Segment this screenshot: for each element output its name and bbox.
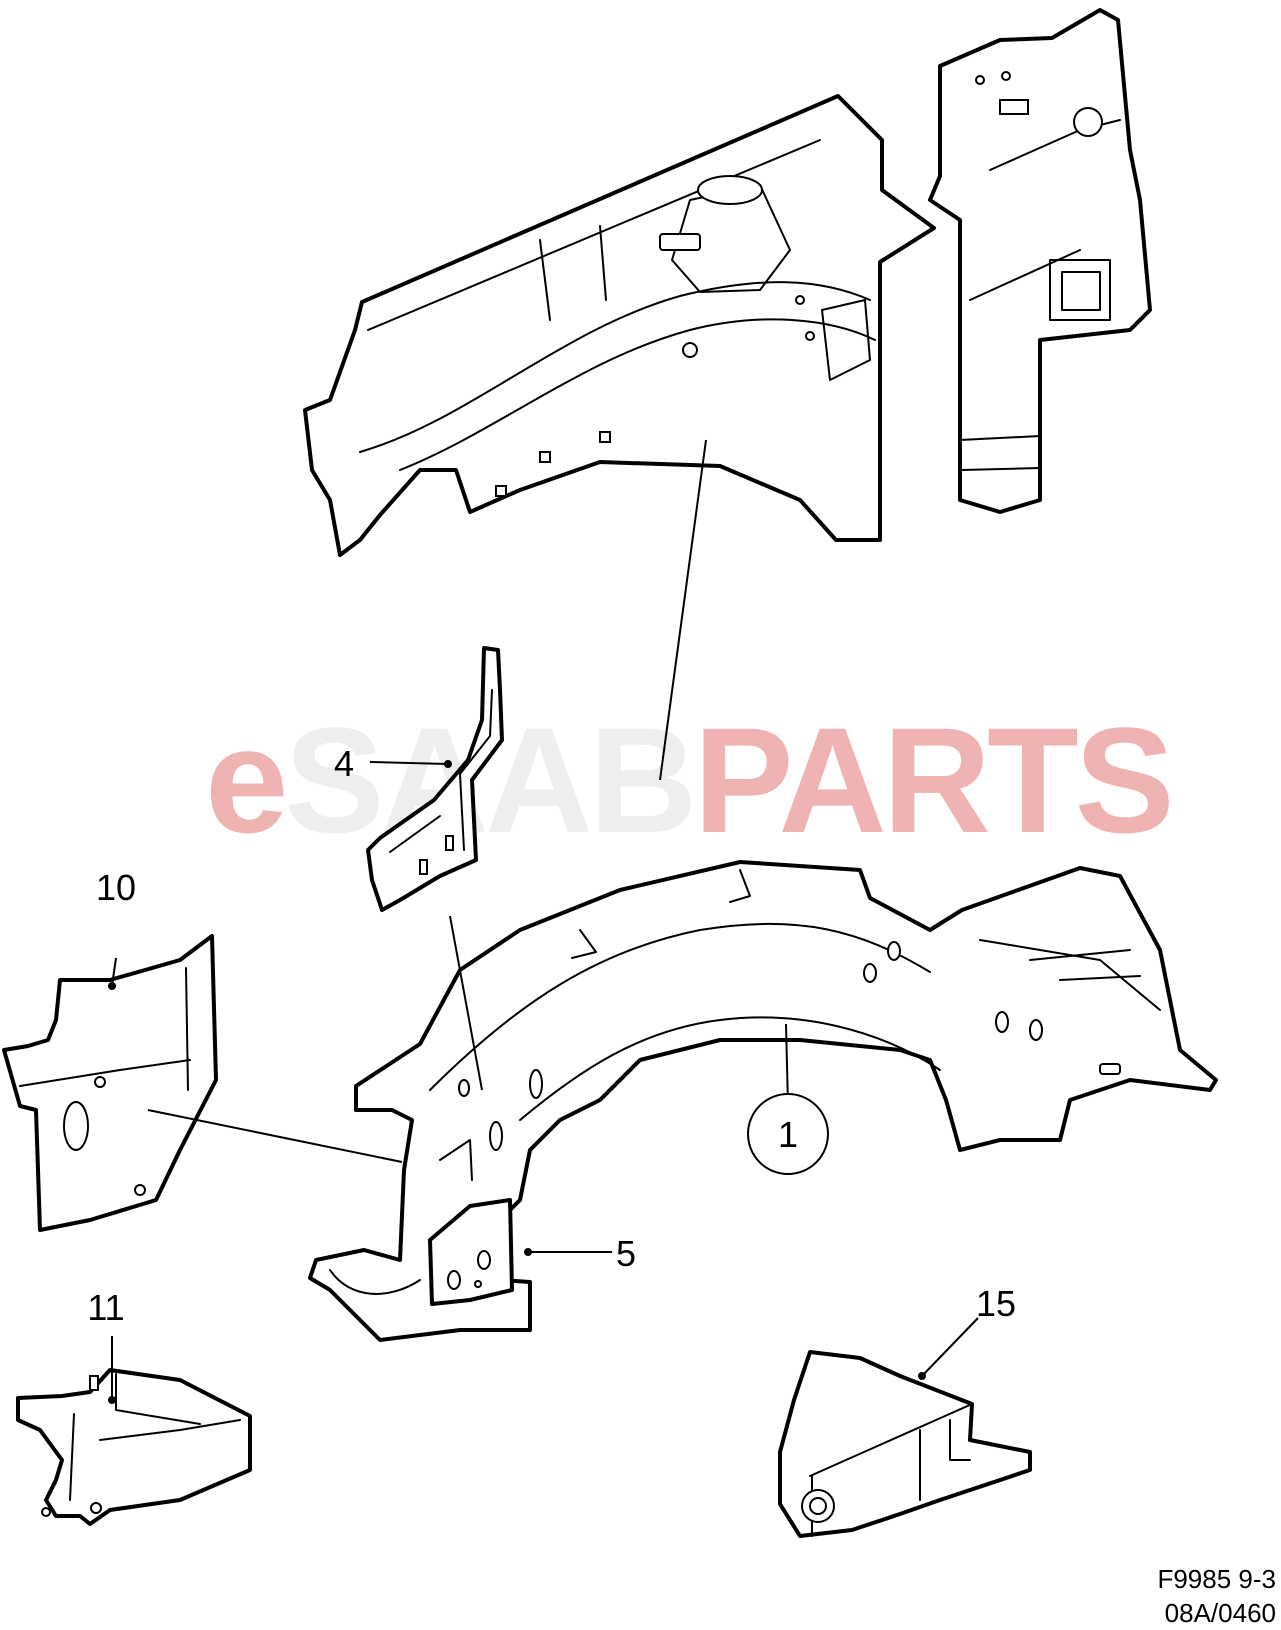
upper-wheelhouse-panel (303, 94, 936, 557)
callout-15: 15 (976, 1283, 1016, 1324)
reference-line-2: 08A/0460 (1165, 1598, 1276, 1628)
panel-part-10 (2, 934, 218, 1232)
leader-line-part-10-panel (147, 1109, 403, 1163)
callout-11: 11 (87, 1287, 124, 1328)
callout-1: 1 (778, 1114, 798, 1155)
leader-line-upper-panel (659, 439, 707, 781)
bracket-part-4 (366, 646, 504, 912)
leader-line-part-4-down (449, 915, 483, 1091)
leader-lines (108, 439, 979, 1404)
watermark-suffix: PARTS (693, 696, 1170, 864)
callout-10: 10 (96, 867, 136, 908)
reference-line-1: F9985 9-3 (1157, 1564, 1276, 1594)
leader-dot-part-11 (108, 1396, 116, 1404)
upper-bulkhead-panel (928, 8, 1152, 514)
callouts: 1 4 5 10 11 15 (87, 743, 1016, 1328)
reference-code: F9985 9-3 08A/0460 (1157, 1564, 1276, 1628)
main-member-part-1 (308, 860, 1218, 1342)
callout-4: 4 (334, 743, 354, 784)
leader-dot-part-5 (524, 1248, 532, 1256)
callout-circle-1 (747, 1093, 829, 1175)
callout-5: 5 (616, 1233, 636, 1274)
block-part-15 (778, 1350, 1032, 1538)
watermark-prefix: e (205, 696, 284, 864)
leader-dot-part-10 (108, 982, 116, 990)
leader-line-part-1 (785, 1023, 789, 1107)
leader-line-part-15 (921, 1317, 979, 1377)
leader-dot-part-15 (918, 1372, 926, 1380)
bracket-part-5 (329, 1198, 514, 1306)
bracket-part-11 (16, 1368, 252, 1526)
leader-line-part-10 (111, 957, 117, 987)
leader-dot-part-4 (444, 760, 452, 768)
leader-line-part-4 (369, 761, 449, 765)
